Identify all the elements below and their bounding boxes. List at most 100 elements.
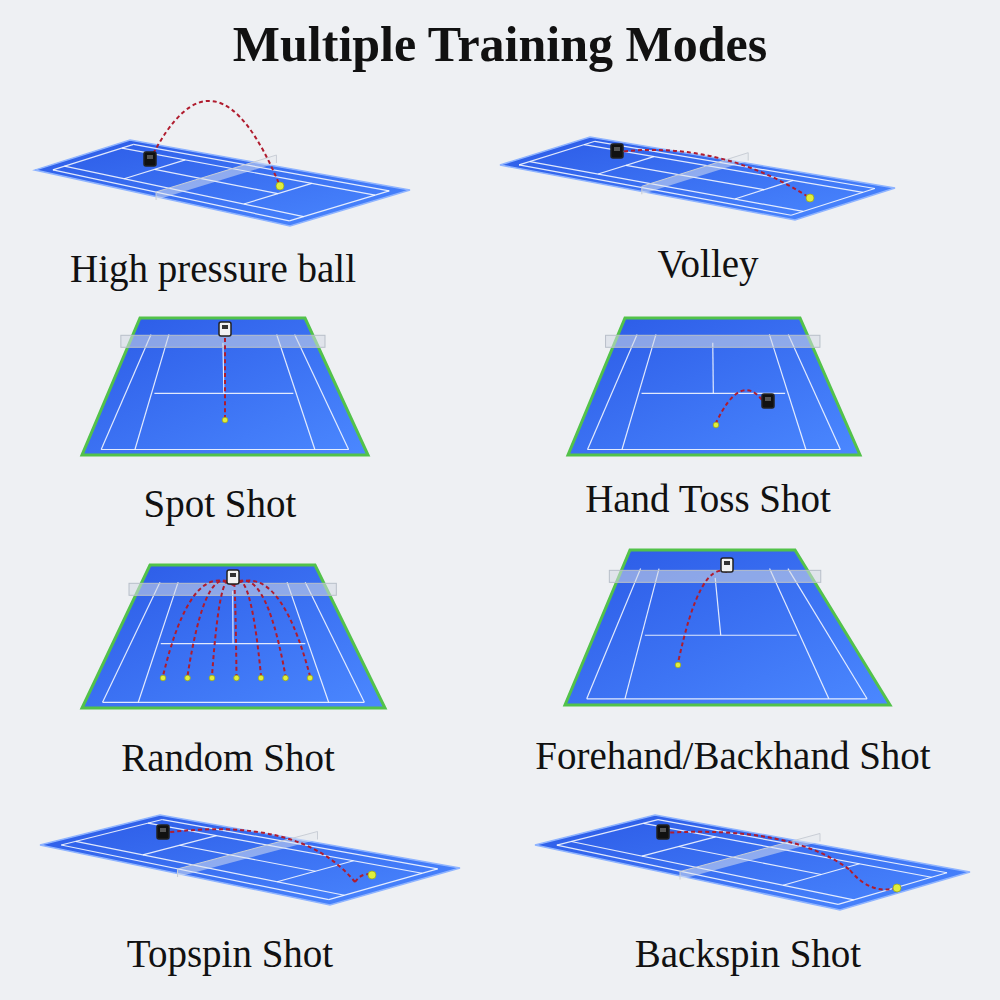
- court-line: [329, 869, 438, 900]
- tennis-ball: [713, 422, 719, 428]
- tennis-ball: [893, 884, 901, 892]
- ball-trajectory: [188, 581, 234, 676]
- court-panel: [568, 318, 860, 455]
- court-line: [135, 334, 169, 449]
- court-line: [588, 449, 841, 450]
- tennis-ball: [222, 417, 228, 423]
- machine-opening: [765, 397, 771, 401]
- court-line: [53, 144, 134, 169]
- court-line: [557, 845, 838, 904]
- tennis-ball: [258, 675, 264, 681]
- machine-opening: [147, 155, 153, 159]
- ball-trajectory: [150, 101, 280, 186]
- mode-caption: Volley: [657, 241, 758, 286]
- court-line: [103, 702, 365, 703]
- tennis-ball: [160, 675, 166, 681]
- court-line: [232, 591, 234, 644]
- ball-machine: [762, 394, 774, 408]
- mode-caption-wrap: Random Shot: [121, 735, 334, 780]
- machine-opening: [230, 573, 236, 577]
- tennis-ball: [806, 194, 814, 202]
- court-line: [287, 582, 329, 702]
- court-line: [587, 569, 641, 699]
- ball-trajectory: [163, 581, 233, 676]
- ball-trajectory: [224, 338, 226, 418]
- ball-trajectory: [163, 829, 355, 882]
- court-panel: [40, 815, 460, 905]
- tennis-ball: [368, 871, 376, 879]
- court-line: [588, 334, 638, 449]
- mode-caption-wrap: Topspin Shot: [127, 931, 333, 976]
- mode-caption: Spot Shot: [144, 481, 297, 526]
- court-surface: [565, 550, 890, 705]
- court-line: [53, 170, 289, 221]
- mode-caption: Hand Toss Shot: [585, 476, 831, 521]
- court-line: [101, 334, 151, 449]
- court-line: [770, 569, 829, 699]
- tennis-net: [606, 335, 820, 347]
- tennis-net: [680, 833, 820, 879]
- court-surface: [35, 140, 410, 226]
- tennis-net: [178, 831, 318, 877]
- court-surface: [82, 565, 385, 708]
- tennis-ball: [209, 675, 215, 681]
- court-line: [769, 334, 805, 449]
- tennis-ball: [283, 675, 289, 681]
- machine-opening: [660, 828, 666, 832]
- court-line: [122, 148, 375, 195]
- court-surface: [500, 137, 895, 220]
- ball-trajectory: [233, 581, 261, 676]
- court-surface: [82, 318, 368, 455]
- mode-caption-wrap: Hand Toss Shot: [585, 476, 831, 521]
- mode-caption: Backspin Shot: [635, 931, 861, 976]
- court-line: [557, 820, 658, 845]
- tennis-net: [121, 335, 325, 347]
- ball-machine: [227, 570, 239, 584]
- court-panel: [82, 565, 385, 708]
- court-line: [61, 820, 162, 845]
- ball-machine: [721, 558, 733, 572]
- ball-trajectory: [233, 581, 237, 676]
- mode-caption: Topspin Shot: [127, 931, 333, 976]
- tennis-ball: [276, 182, 284, 190]
- ball-machine: [157, 825, 169, 839]
- court-panel: [500, 137, 895, 220]
- page-title: Multiple Training Modes: [233, 15, 767, 73]
- court-surface: [535, 815, 970, 910]
- machine-opening: [614, 147, 620, 151]
- court-line: [138, 582, 178, 702]
- mode-caption-wrap: Volley: [657, 241, 758, 286]
- ball-trajectory: [678, 571, 727, 663]
- ball-machine: [219, 322, 231, 336]
- mode-caption: High pressure ball: [70, 246, 356, 291]
- court-line: [519, 141, 595, 165]
- court-line: [295, 334, 349, 449]
- tennis-ball: [234, 675, 240, 681]
- court-line: [571, 842, 853, 900]
- ball-trajectory: [212, 581, 233, 676]
- court-line: [788, 334, 840, 449]
- mode-caption-wrap: Backspin Shot: [635, 931, 861, 976]
- court-surface: [568, 318, 860, 455]
- court-line: [715, 578, 721, 635]
- tennis-ball: [307, 675, 313, 681]
- tennis-net: [609, 570, 820, 582]
- ball-trajectory: [663, 832, 850, 870]
- court-panel: [565, 550, 890, 705]
- ball-trajectory: [617, 150, 810, 198]
- machine-opening: [222, 325, 228, 329]
- court-line: [587, 698, 867, 699]
- mode-caption-wrap: Forehand/Backhand Shot: [535, 733, 930, 778]
- ball-machine: [611, 144, 623, 158]
- mode-caption-wrap: High pressure ball: [70, 246, 356, 291]
- mode-caption: Random Shot: [121, 735, 334, 780]
- court-line: [277, 334, 315, 449]
- court-line: [305, 582, 364, 702]
- mode-caption: Forehand/Backhand Shot: [535, 733, 930, 778]
- court-line: [625, 569, 659, 699]
- court-line: [622, 334, 656, 449]
- tennis-net: [642, 153, 748, 195]
- court-line: [712, 343, 714, 394]
- mode-caption-wrap: Spot Shot: [144, 481, 297, 526]
- court-line: [289, 191, 389, 221]
